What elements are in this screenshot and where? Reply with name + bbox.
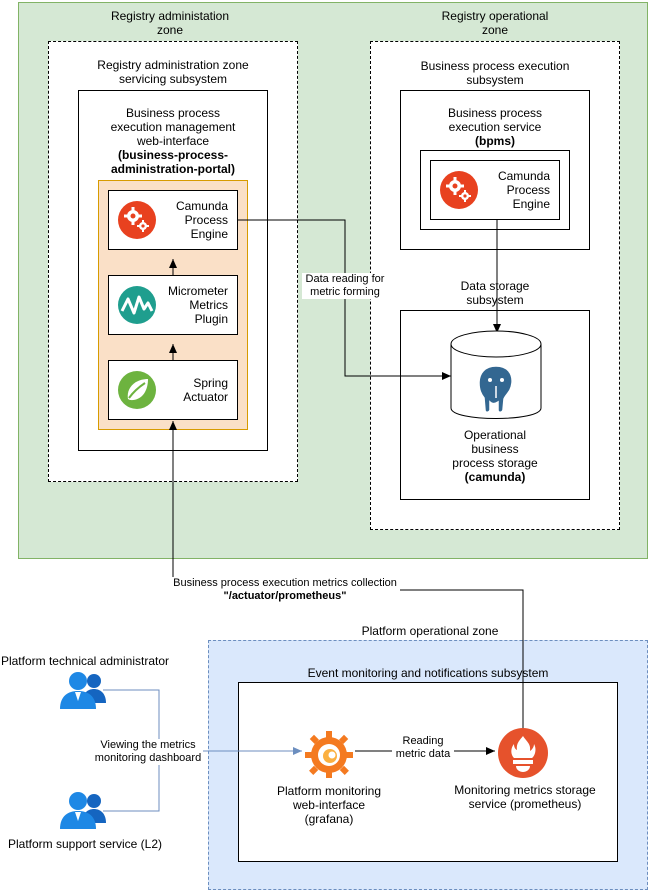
camunda-icon xyxy=(118,201,156,239)
camunda-icon xyxy=(440,171,478,209)
spring-icon xyxy=(118,371,156,409)
user-icon xyxy=(60,792,106,829)
support-label: Platform support service (L2) xyxy=(7,837,163,851)
platform-zone-title: Platform operational zone xyxy=(361,624,499,638)
micrometer-icon xyxy=(118,286,156,324)
user-icon xyxy=(60,672,106,709)
postgres-icon xyxy=(450,330,542,419)
grafana-icon xyxy=(305,731,353,778)
metrics-collection-edge-label: Business process execution metrics colle… xyxy=(170,577,400,603)
event-monitoring-subsystem xyxy=(238,682,618,862)
event-monitoring-subsystem-title: Event monitoring and notifications subsy… xyxy=(307,666,549,680)
portal-camunda-box xyxy=(108,190,238,250)
prometheus-icon xyxy=(498,728,548,778)
tech-admin-label: Platform technical administrator xyxy=(0,654,170,668)
